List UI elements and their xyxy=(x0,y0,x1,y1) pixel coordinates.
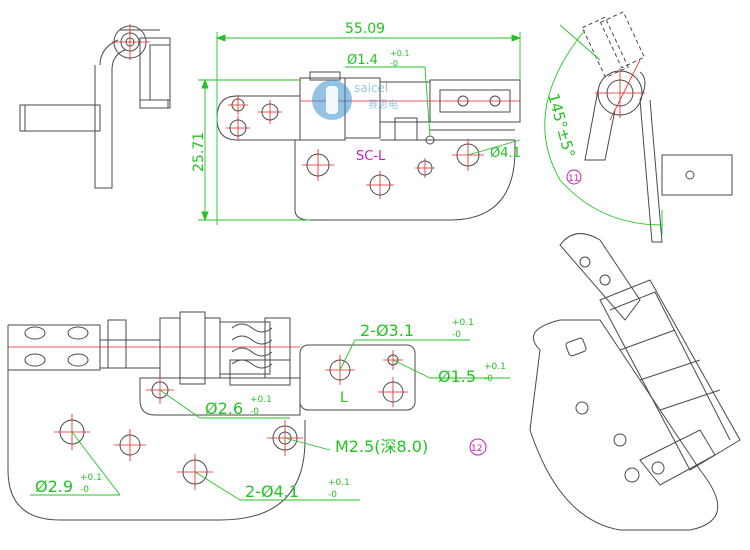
end-view-centerlines xyxy=(112,24,150,60)
length-dimension: 55.09 xyxy=(345,21,385,37)
watermark-chinese: 赛思电 xyxy=(368,98,398,111)
holes-31-tol-plus: +0.1 xyxy=(452,318,474,328)
holes-31-dimension: 2-Ø3.1 xyxy=(360,321,414,340)
lower-plate xyxy=(294,140,516,221)
callout-11: 11 xyxy=(566,169,582,185)
iso-lower-plate xyxy=(529,319,719,531)
hole-41-dimension: Ø4.1 xyxy=(490,146,521,161)
shaft xyxy=(19,104,101,132)
side-label-sc-l: SC-L xyxy=(356,149,386,164)
watermark-logo: saicel 赛思电 xyxy=(312,80,398,120)
angle-dimension-arc xyxy=(544,24,663,235)
height-dimension: 25.71 xyxy=(191,132,207,172)
side-label-l: L xyxy=(340,390,348,406)
holes-41-dimension: 2-Ø4.1 xyxy=(245,482,299,501)
iso-upper-plate xyxy=(559,233,641,321)
bottom-view-centerlines xyxy=(8,346,408,490)
hole-29-dimension: Ø2.9 xyxy=(35,477,73,496)
holes-31-tol-minus: -0 xyxy=(452,330,461,340)
small-hole-tol-minus: -0 xyxy=(390,59,398,68)
top-dimensions xyxy=(198,32,522,225)
hole-29-tol-plus: +0.1 xyxy=(80,473,102,483)
isometric-view xyxy=(529,233,741,531)
bottom-leaders xyxy=(30,339,510,501)
callout-12: 12 xyxy=(469,438,487,456)
end-view-top-left xyxy=(19,25,171,189)
small-hole-tol-plus: +0.1 xyxy=(390,49,409,58)
side-view-centerlines xyxy=(595,59,645,121)
watermark-text: saicel xyxy=(354,81,388,95)
hole-15-tol-minus: -0 xyxy=(484,374,493,384)
left-plate xyxy=(216,95,301,141)
bracket-plate xyxy=(94,49,126,189)
side-shaft xyxy=(661,154,733,196)
hole-26-dimension: Ø2.6 xyxy=(205,399,243,418)
bottom-main-view xyxy=(7,311,416,521)
hole-15-tol-plus: +0.1 xyxy=(484,362,506,372)
side-plate xyxy=(639,99,663,243)
callout-12-label: 12 xyxy=(471,444,482,454)
angle-dimension: 145°±5° xyxy=(544,91,578,159)
hole-29-tol-minus: -0 xyxy=(80,485,89,495)
thread-dimension: M2.5(深8.0) xyxy=(335,437,428,456)
hole-15-dimension: Ø1.5 xyxy=(438,367,476,386)
bottom-plate xyxy=(7,325,306,521)
holes-41-tol-minus: -0 xyxy=(328,490,337,500)
hole-26-tol-plus: +0.1 xyxy=(250,395,272,405)
small-hole-dimension: Ø1.4 xyxy=(347,53,378,68)
side-view-top-right xyxy=(581,11,733,243)
callout-11-label: 11 xyxy=(568,174,579,184)
hole-26-tol-minus: -0 xyxy=(250,407,259,417)
holes-41-tol-plus: +0.1 xyxy=(328,478,350,488)
